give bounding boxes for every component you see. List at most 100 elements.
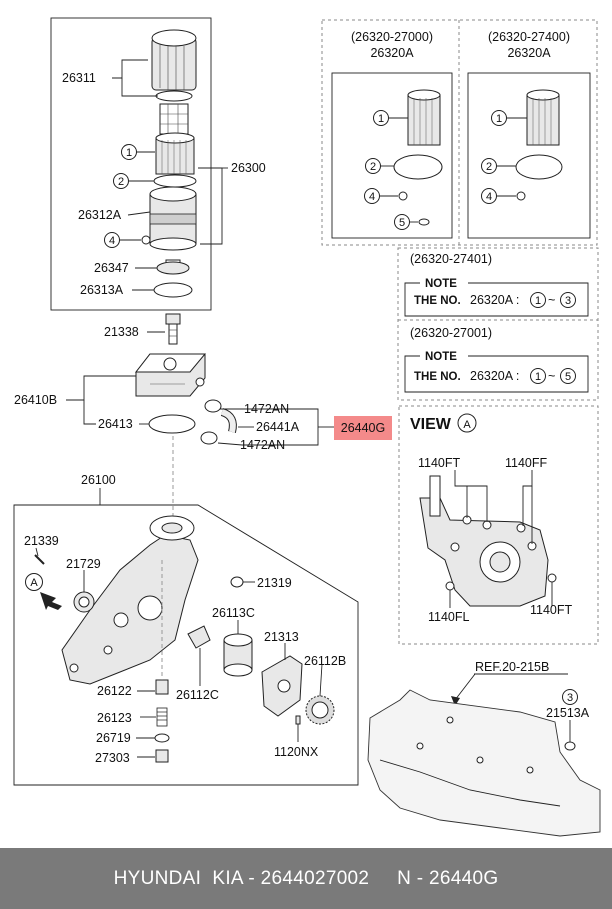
svg-text:2: 2: [118, 176, 124, 188]
notes-frame: [397, 247, 599, 401]
svg-text:1: 1: [535, 371, 541, 383]
oil-pan-drawing: [367, 689, 601, 837]
o-ring-drawing: [153, 174, 197, 188]
kit-b-name: 26320A: [507, 46, 551, 60]
note-a: (26320-27401) NOTE THE NO. 26320A : 1 ~ …: [404, 252, 589, 317]
label-26100: 26100: [81, 473, 116, 487]
label-21339: 21339: [24, 534, 59, 548]
svg-text:3: 3: [565, 295, 571, 307]
gear-26112B-drawing: [305, 695, 335, 725]
label-26312A: 26312A: [78, 208, 122, 222]
svg-text:5: 5: [565, 371, 571, 383]
kit-a-name: 26320A: [370, 46, 414, 60]
svg-text:THE NO.: THE NO.: [414, 295, 461, 307]
callout-4: 4: [104, 232, 120, 248]
svg-text:NOTE: NOTE: [425, 351, 457, 363]
footer-bar: HYUNDAI KIA - 2644027002 N - 26440G: [0, 848, 612, 909]
label-1120NX: 1120NX: [274, 745, 319, 759]
svg-text:(26320-27001): (26320-27001): [410, 326, 492, 340]
view-a-title: VIEW: [410, 416, 452, 433]
kit-a-filter-drawing: [407, 89, 441, 146]
svg-text:1: 1: [496, 113, 502, 125]
relief-valve-stack-drawing: [154, 679, 170, 763]
label-21313: 21313: [264, 630, 299, 644]
svg-text:A: A: [463, 419, 471, 431]
kit-a-callout-1: 1: [373, 110, 389, 126]
seal-21729-drawing: [73, 591, 95, 613]
view-label-1140FT-top: 1140FT: [418, 456, 461, 470]
label-26123: 26123: [97, 711, 132, 725]
label-26113C: 26113C: [212, 606, 255, 620]
kit-a-box: [331, 72, 453, 239]
gasket-drawing: [153, 282, 193, 298]
kit-a-callout-2: 2: [365, 158, 381, 174]
kit-b-box: [467, 72, 591, 239]
note-b: (26320-27001) NOTE THE NO. 26320A : 1 ~ …: [404, 326, 589, 393]
filter-housing-drawing: [149, 186, 197, 251]
label-1472AN-bottom: 1472AN: [240, 438, 285, 452]
view-arrow-icon: [40, 592, 62, 610]
kit-a-oring-drawing: [393, 154, 443, 180]
svg-text:1: 1: [535, 295, 541, 307]
footer-text: HYUNDAI KIA - 2644027002 N - 26440G: [113, 867, 499, 889]
hose-drawing: [200, 399, 237, 445]
callout-3-pan: 3: [562, 689, 578, 705]
callout-A-pump: A: [25, 573, 43, 591]
svg-text:1: 1: [126, 147, 132, 159]
kit-b-callout-2: 2: [481, 158, 497, 174]
svg-text:5: 5: [399, 217, 405, 229]
view-label-1140FT-bottom: 1140FT: [530, 603, 573, 617]
view-a-marker: A: [457, 413, 477, 433]
svg-text:4: 4: [109, 235, 115, 247]
label-26440G: 26440G: [341, 421, 385, 435]
drain-washer-drawing: [564, 741, 576, 751]
label-21513A: 21513A: [546, 706, 590, 720]
label-26112C: 26112C: [176, 688, 219, 702]
bolt-21338-drawing: [165, 313, 181, 345]
oil-pump-body-drawing: [61, 515, 199, 685]
callout-2: 2: [113, 173, 129, 189]
svg-text:~: ~: [548, 293, 555, 307]
svg-text:3: 3: [567, 692, 573, 704]
label-26313A: 26313A: [80, 283, 124, 297]
kit-b-callout-4: 4: [481, 188, 497, 204]
label-26311: 26311: [62, 71, 96, 85]
ref-label: REF.20-215B: [475, 660, 549, 674]
washer-drawing: [141, 235, 151, 245]
kit-a-callout-4: 4: [364, 188, 380, 204]
oil-cooler-drawing: [134, 353, 207, 397]
highlight-26440G: [334, 416, 392, 440]
kit-b-code: (26320-27400): [488, 30, 570, 44]
cover-21313-drawing: [261, 655, 303, 717]
parts-diagram: 26311 26300 26312A 26347 26313A 1 2 4 (2…: [13, 17, 601, 837]
label-26112B: 26112B: [304, 654, 346, 668]
oil-pump-frame: [13, 504, 359, 786]
label-26441A: 26441A: [256, 420, 300, 434]
svg-text:2: 2: [486, 161, 492, 173]
svg-text:4: 4: [369, 191, 375, 203]
plug-drawing: [156, 259, 190, 275]
kit-a-callout-5: 5: [394, 214, 410, 230]
label-21338: 21338: [104, 325, 139, 339]
svg-text:1: 1: [378, 113, 384, 125]
label-26122: 26122: [97, 684, 132, 698]
label-1472AN-top: 1472AN: [244, 402, 289, 416]
rotor-26113C-drawing: [223, 633, 253, 677]
cooler-gasket-drawing: [148, 414, 196, 434]
svg-text:4: 4: [486, 191, 492, 203]
svg-text:A: A: [30, 577, 38, 589]
svg-text:26320A :: 26320A :: [470, 293, 519, 307]
callout-1: 1: [121, 144, 137, 160]
oring-21319-drawing: [230, 576, 244, 588]
label-26347: 26347: [94, 261, 129, 275]
filter-element-drawing: [155, 132, 195, 175]
svg-text:26320A :: 26320A :: [470, 369, 519, 383]
rotor-26112C-drawing: [187, 625, 211, 649]
kit-a-code: (26320-27000): [351, 30, 433, 44]
label-26410B: 26410B: [14, 393, 57, 407]
kit-b-filter-drawing: [526, 89, 560, 146]
label-26300: 26300: [231, 161, 266, 175]
label-26719: 26719: [96, 731, 131, 745]
view-label-1140FF: 1140FF: [505, 456, 548, 470]
view-label-1140FL: 1140FL: [428, 610, 470, 624]
